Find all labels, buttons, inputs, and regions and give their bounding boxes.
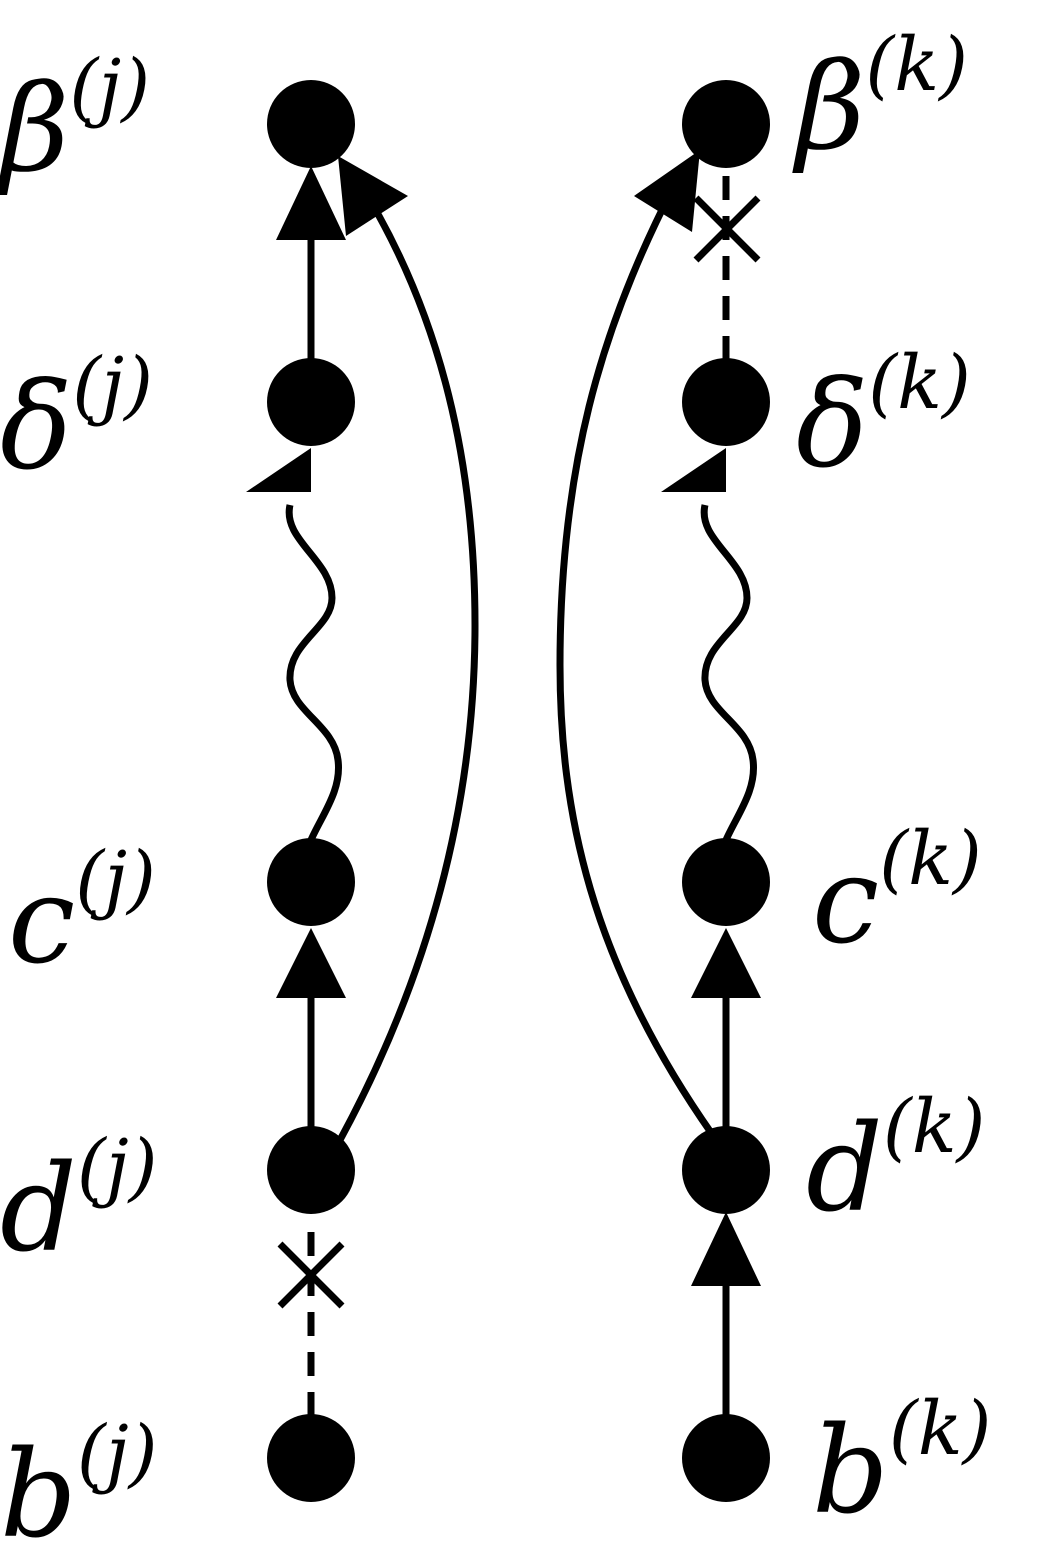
arrowhead-d-k (691, 1212, 761, 1286)
cross-mark-delta-k-beta-k (693, 195, 761, 263)
node-beta-k (682, 80, 770, 168)
edge-c-k-to-delta-k (700, 504, 758, 842)
edge-c-j-to-delta-j (285, 504, 343, 842)
arrowhead-delta-k (661, 448, 726, 492)
node-c-j (267, 838, 355, 926)
edges-j (246, 156, 479, 1416)
node-d-j (267, 1126, 355, 1214)
label-beta-j: β(j) (0, 44, 150, 199)
label-c-j: c(j) (8, 836, 156, 991)
arrowhead-c-j (276, 928, 346, 998)
label-c-k: c(k) (812, 816, 982, 971)
edges-k (556, 150, 761, 1418)
labels-j: β(j) δ(j) c(j) d(j) b(j) (0, 44, 158, 1552)
node-b-j (267, 1414, 355, 1502)
label-b-k: b(k) (812, 1386, 991, 1541)
label-d-k: d(k) (806, 1084, 985, 1239)
nodes (267, 80, 770, 1502)
cross-mark-b-j-d-j (277, 1241, 345, 1309)
node-b-k (682, 1414, 770, 1502)
label-delta-j: δ(j) (0, 342, 153, 497)
arrowhead-c-k (691, 928, 761, 998)
label-b-j: b(j) (0, 1410, 158, 1552)
edge-d-k-to-beta-k (556, 188, 715, 1137)
arrowhead-delta-j (246, 448, 311, 492)
arrowhead-beta-j (276, 166, 346, 240)
node-d-k (682, 1126, 770, 1214)
node-delta-k (682, 358, 770, 446)
label-beta-k: β(k) (792, 22, 968, 177)
label-delta-k: δ(k) (796, 340, 971, 495)
label-d-j: d(j) (0, 1124, 158, 1279)
node-c-k (682, 838, 770, 926)
edge-d-j-to-beta-j (336, 198, 479, 1142)
node-beta-j (267, 80, 355, 168)
arrowhead-beta-k-curved (634, 150, 700, 232)
node-delta-j (267, 358, 355, 446)
arrowhead-beta-j-curved (338, 156, 408, 236)
labels-k: β(k) δ(k) c(k) d(k) b(k) (792, 22, 991, 1541)
